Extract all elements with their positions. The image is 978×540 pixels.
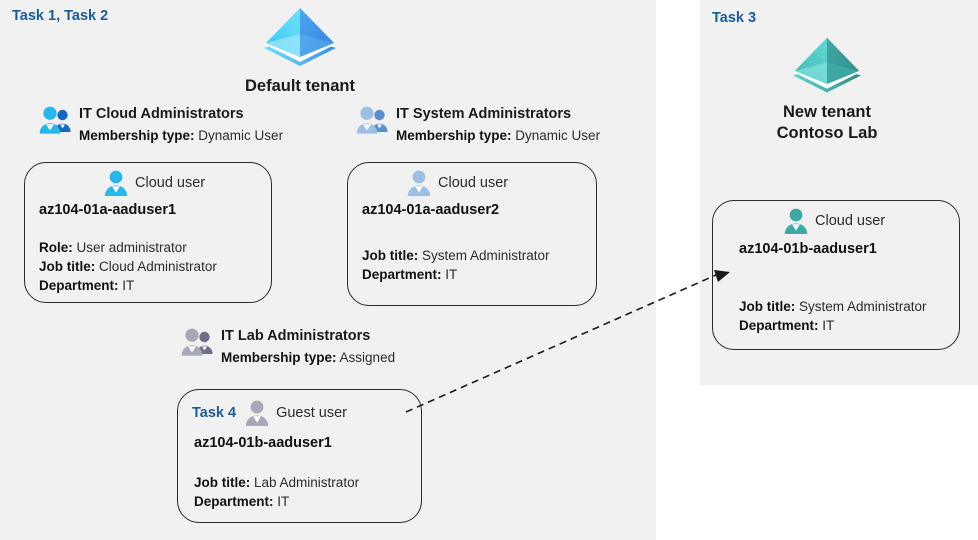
user-name: az104-01b-aaduser1 [739, 241, 877, 257]
user-kind: Guest user [276, 405, 347, 421]
user-attributes: Role: User administrator Job title: Clou… [39, 238, 217, 295]
user-attributes: Job title: System Administrator Departme… [739, 297, 927, 335]
group-users-icon [180, 326, 214, 358]
user-kind: Cloud user [135, 175, 206, 191]
attribute-value: Cloud Administrator [99, 259, 217, 275]
attribute-value: IT [445, 267, 458, 283]
user-attribute: Job title: System Administrator [362, 246, 550, 265]
user-card-guest-aaduser1: Task 4 Guest user az104-01b-aaduser1 Job… [177, 389, 422, 523]
attribute-value: IT [122, 278, 135, 294]
azure-ad-tenant-icon [264, 8, 336, 66]
user-attributes: Job title: System Administrator Departme… [362, 246, 550, 284]
default-tenant-name: Default tenant [244, 77, 355, 95]
user-card-new-tenant-aaduser1: Cloud user az104-01b-aaduser1 Job title:… [712, 200, 960, 350]
card-header: Cloud user [406, 169, 508, 197]
group-membership-value: Dynamic User [515, 127, 601, 143]
attribute-label: Job title: [39, 259, 96, 275]
group-users-icon [38, 104, 72, 136]
group-users-icon [355, 104, 389, 136]
group-title: IT Cloud Administrators [79, 106, 244, 122]
user-name: az104-01a-aaduser2 [362, 202, 500, 218]
task-label-3: Task 3 [712, 10, 757, 26]
user-name: az104-01b-aaduser1 [194, 435, 332, 451]
group-membership: Membership type: Dynamic User [79, 127, 283, 145]
azure-ad-tenant-icon [793, 37, 861, 93]
new-tenant-name-line2: Contoso Lab [776, 124, 878, 143]
group-title: IT Lab Administrators [221, 328, 371, 344]
user-card-aaduser2: Cloud user az104-01a-aaduser2 Job title:… [347, 162, 597, 306]
user-attribute: Job title: Cloud Administrator [39, 257, 217, 276]
attribute-label: Job title: [194, 475, 251, 490]
attribute-label: Job title: [362, 248, 419, 263]
group-it-system-administrators: IT System Administrators Membership type… [355, 104, 600, 145]
guest-user-icon [244, 399, 270, 427]
attribute-label: Job title: [739, 299, 796, 314]
group-membership: Membership type: Assigned [221, 349, 395, 367]
attribute-label: Role: [39, 240, 73, 255]
user-card-aaduser1: Cloud user az104-01a-aaduser1 Role: User… [24, 162, 272, 303]
group-it-lab-administrators: IT Lab Administrators Membership type: A… [180, 326, 395, 367]
cloud-user-icon [406, 169, 432, 197]
cloud-user-icon [783, 207, 809, 235]
new-tenant-block: New tenant Contoso Lab [742, 34, 912, 144]
group-membership-label: Membership type: [79, 127, 195, 143]
group-title: IT System Administrators [396, 106, 572, 122]
attribute-label: Department: [194, 494, 274, 510]
card-header: Task 4 Guest user [192, 399, 347, 427]
attribute-value: User administrator [76, 240, 187, 255]
task-label-4: Task 4 [192, 405, 237, 421]
user-attribute: Department: IT [194, 492, 359, 511]
user-name: az104-01a-aaduser1 [39, 202, 177, 218]
user-attribute: Department: IT [39, 276, 217, 295]
card-header: Cloud user [783, 207, 885, 235]
group-membership-label: Membership type: [221, 349, 337, 365]
attribute-value: Lab Administrator [254, 475, 360, 490]
task-label-1-2: Task 1, Task 2 [12, 8, 109, 24]
attribute-value: IT [822, 318, 835, 334]
card-header: Cloud user [103, 169, 205, 197]
new-tenant-name-line1: New tenant [782, 103, 871, 121]
attribute-value: IT [277, 494, 290, 510]
group-membership-value: Assigned [339, 349, 396, 365]
user-attribute: Department: IT [362, 265, 550, 284]
user-attributes: Job title: Lab Administrator Department:… [194, 473, 359, 511]
attribute-value: System Administrator [422, 248, 550, 263]
group-membership-label: Membership type: [396, 127, 512, 143]
user-kind: Cloud user [815, 213, 886, 229]
user-attribute: Department: IT [739, 316, 927, 335]
user-attribute: Role: User administrator [39, 238, 217, 257]
attribute-value: System Administrator [799, 299, 927, 314]
cloud-user-icon [103, 169, 129, 197]
group-it-cloud-administrators: IT Cloud Administrators Membership type:… [38, 104, 283, 145]
default-tenant-block: Default tenant [215, 4, 385, 97]
user-attribute: Job title: Lab Administrator [194, 473, 359, 492]
attribute-label: Department: [39, 278, 119, 294]
group-membership-value: Dynamic User [198, 127, 284, 143]
group-membership: Membership type: Dynamic User [396, 127, 600, 145]
attribute-label: Department: [739, 318, 819, 334]
user-attribute: Job title: System Administrator [739, 297, 927, 316]
user-kind: Cloud user [438, 175, 509, 191]
attribute-label: Department: [362, 267, 442, 283]
